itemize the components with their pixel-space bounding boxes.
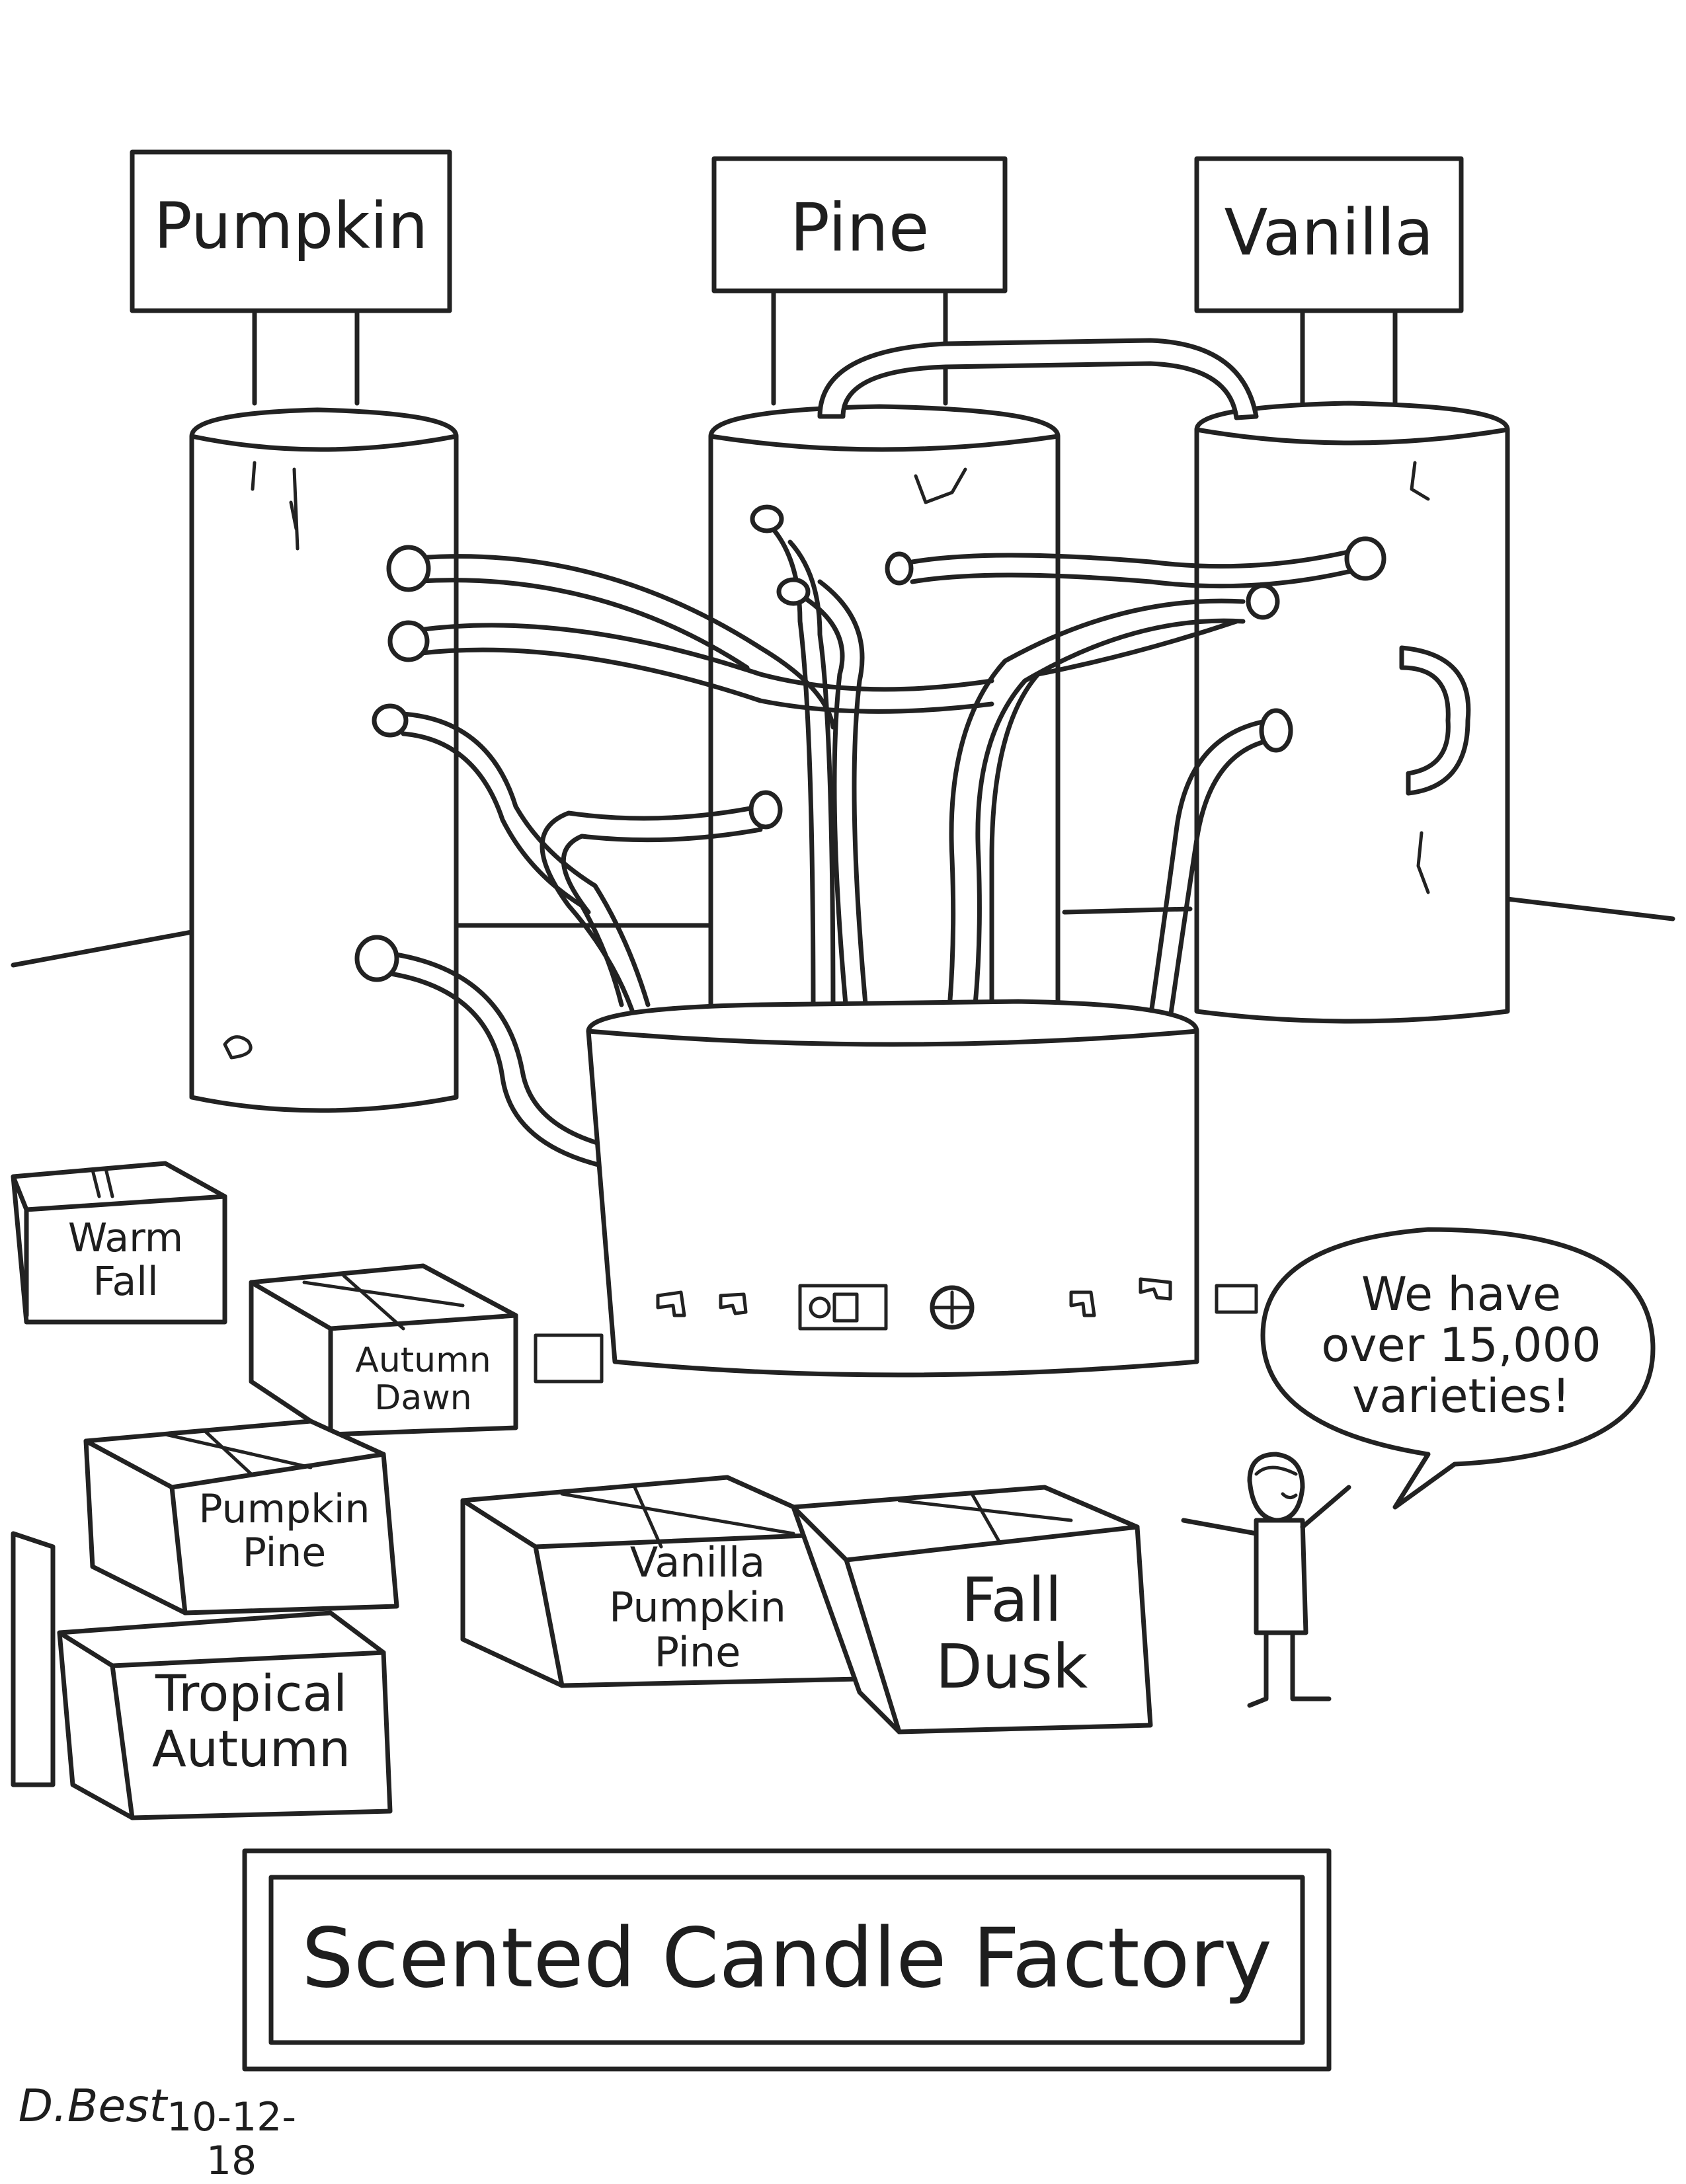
pumpkin-tank [189,407,459,1113]
mixing-vat [586,999,1199,1378]
vanilla-label: Vanilla [1224,196,1434,270]
vanilla-tank-sign [1194,156,1464,406]
floor-line [11,896,1675,968]
faucet-icon [719,1292,748,1315]
pumpkin-label: Pumpkin [153,189,428,263]
speech-bubble [1260,1227,1656,1510]
fall-dusk-label: Fall Dusk [935,1565,1088,1703]
top-connecting-pipe [817,338,1259,420]
faucet-icon [1139,1277,1172,1301]
box-pumpkin-pine [83,1419,399,1616]
box-autumn-dawn [249,1263,518,1437]
vat-control-panel [534,1277,1258,1384]
speech-bubble-text: We have over 15,000 varieties! [1321,1267,1601,1423]
warm-fall-label: Warm Fall [67,1215,184,1305]
tropical-autumn-label: Tropical Autumn [151,1664,351,1778]
artist-signature: D.Best [18,2080,167,2132]
pine-label: Pine [789,189,930,266]
factory-sign [242,1848,1332,2072]
faucet-icon [1069,1290,1096,1317]
vanilla-pumpkin-pine-label: Vanilla Pumpkin Pine [609,1538,786,1677]
factory-title: Scented Candle Factory [301,1911,1272,2006]
pumpkin-pine-label: Pumpkin Pine [198,1486,370,1576]
box-fall-dusk [791,1485,1153,1735]
signature-date: 10-12-18 [167,2094,296,2184]
pumpkin-tank-sign [130,149,452,406]
box-warm-fall [11,1161,227,1325]
vanilla-tank [1194,401,1510,1024]
waving-person [1181,1452,1351,1708]
autumn-dawn-label: Autumn Dawn [355,1341,491,1419]
mixing-pipes [374,520,1365,1179]
faucet-icon [656,1290,686,1317]
dial-display [798,1284,888,1331]
pine-tank [708,404,1061,1060]
box-tropical-autumn [11,1531,393,1820]
